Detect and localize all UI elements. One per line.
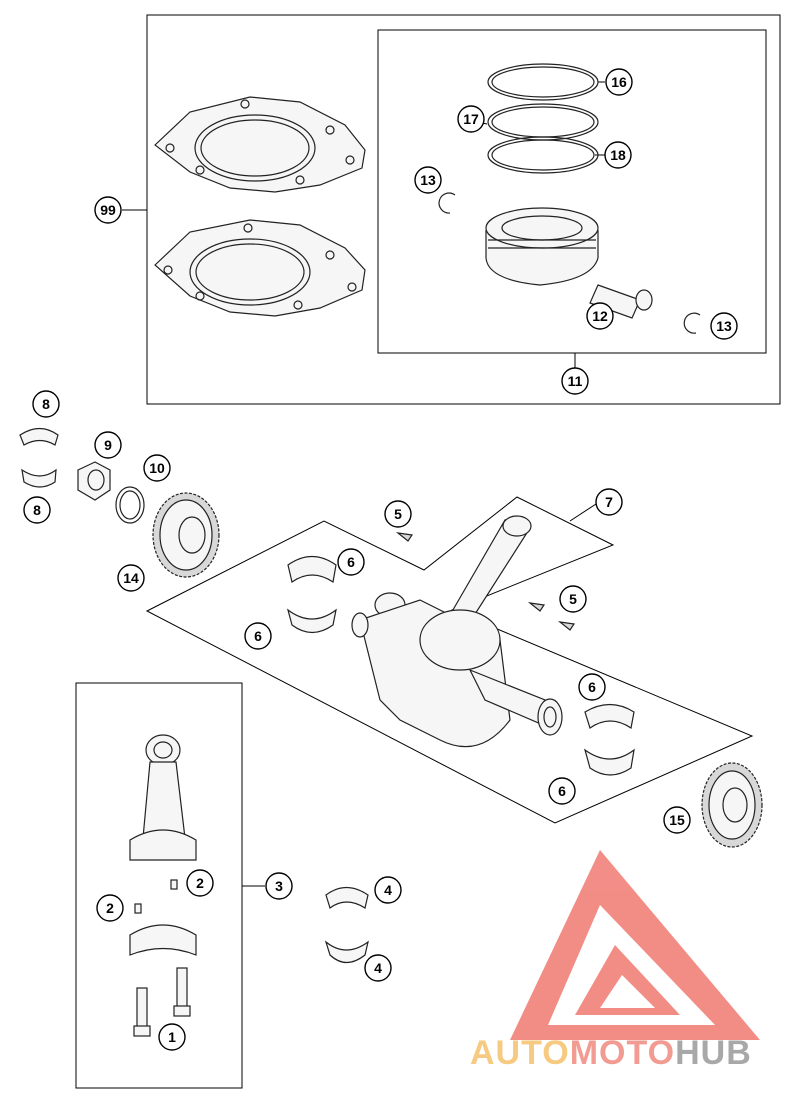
circlip-right xyxy=(683,312,701,334)
callout-9: 9 xyxy=(94,431,122,459)
dowel-pin-1 xyxy=(170,879,178,890)
svg-text:9: 9 xyxy=(104,437,112,453)
main-bearing-shell-4 xyxy=(583,748,635,776)
main-bearing-shell-2 xyxy=(286,608,337,634)
svg-text:6: 6 xyxy=(588,679,596,695)
callout-6c: 6 xyxy=(578,673,606,701)
callout-14: 14 xyxy=(117,564,145,592)
rod-bolt-1 xyxy=(173,967,191,1017)
rod-cap xyxy=(129,924,197,956)
frame-7-crankshaft-kit xyxy=(145,496,754,824)
svg-text:6: 6 xyxy=(558,783,566,799)
svg-text:5: 5 xyxy=(394,506,402,522)
piston-rings xyxy=(487,63,599,174)
svg-text:15: 15 xyxy=(669,812,685,828)
connecting-rod xyxy=(129,734,197,861)
callout-8a: 8 xyxy=(32,390,60,418)
main-bearing-shell-1 xyxy=(287,555,337,584)
svg-text:8: 8 xyxy=(33,502,41,518)
callout-7: 7 xyxy=(595,488,623,516)
svg-text:13: 13 xyxy=(716,318,732,334)
svg-text:2: 2 xyxy=(196,875,204,891)
piston xyxy=(485,207,599,286)
rod-bearing-shell-top xyxy=(325,886,369,909)
callout-16: 16 xyxy=(605,68,633,96)
hex-nut xyxy=(77,461,111,501)
callout-3: 3 xyxy=(265,872,293,900)
svg-text:17: 17 xyxy=(463,111,479,127)
svg-text:16: 16 xyxy=(611,74,627,90)
callout-4b: 4 xyxy=(364,954,392,982)
callout-1: 1 xyxy=(158,1023,186,1051)
svg-text:18: 18 xyxy=(610,147,626,163)
svg-text:7: 7 xyxy=(605,494,613,510)
woodruff-key-2 xyxy=(527,602,546,612)
svg-text:14: 14 xyxy=(123,570,139,586)
svg-text:4: 4 xyxy=(384,882,392,898)
lower-gasket xyxy=(154,219,366,317)
callout-2b: 2 xyxy=(96,894,124,922)
svg-text:6: 6 xyxy=(347,554,355,570)
callout-8b: 8 xyxy=(23,496,51,524)
watermark: AUTOMOTOHUB xyxy=(470,850,760,1072)
upper-gasket xyxy=(154,96,366,193)
svg-text:3: 3 xyxy=(275,878,283,894)
callouts: 1 2 2 3 4 4 5 5 6 6 6 6 7 8 8 9 10 11 12… xyxy=(23,68,738,1051)
timing-gear xyxy=(701,762,763,848)
main-bearing-shell-3 xyxy=(584,703,635,730)
callout-18: 18 xyxy=(604,141,632,169)
rod-bearing-shell-bottom xyxy=(324,940,369,964)
callout-11: 11 xyxy=(561,367,589,395)
watermark-logo xyxy=(510,850,760,1040)
svg-text:12: 12 xyxy=(592,308,608,324)
callout-15: 15 xyxy=(663,806,691,834)
circlip-left xyxy=(438,192,456,214)
svg-text:4: 4 xyxy=(374,960,382,976)
svg-text:2: 2 xyxy=(106,900,114,916)
watermark-hub: HUB xyxy=(675,1034,752,1072)
callout-17: 17 xyxy=(457,105,485,133)
svg-text:1: 1 xyxy=(168,1029,176,1045)
callout-13b: 13 xyxy=(710,312,738,340)
watermark-auto: AUTO xyxy=(470,1034,570,1072)
watermark-text: AUTOMOTOHUB xyxy=(470,1034,752,1072)
svg-text:6: 6 xyxy=(254,628,262,644)
dowel-pin-2 xyxy=(134,903,142,914)
callout-5b: 5 xyxy=(559,585,587,613)
bearing-shell-bottom xyxy=(21,468,57,488)
svg-text:99: 99 xyxy=(100,202,116,218)
primary-gear xyxy=(152,492,220,578)
leader-lines xyxy=(122,81,605,887)
callout-6a: 6 xyxy=(337,548,365,576)
washer xyxy=(115,486,145,524)
frame-99-gasket-piston-kit xyxy=(146,14,781,405)
callout-2a: 2 xyxy=(186,869,214,897)
svg-text:13: 13 xyxy=(420,172,436,188)
svg-text:8: 8 xyxy=(42,396,50,412)
svg-text:11: 11 xyxy=(568,373,583,389)
rod-bolt-2 xyxy=(133,987,151,1037)
bearing-shell-top xyxy=(19,427,59,446)
callout-4a: 4 xyxy=(374,876,402,904)
callout-6b: 6 xyxy=(244,622,272,650)
callout-13a: 13 xyxy=(414,166,442,194)
crankshaft-assembly xyxy=(351,515,563,748)
svg-text:10: 10 xyxy=(149,460,165,476)
callout-10: 10 xyxy=(143,454,171,482)
piston-pin xyxy=(589,284,653,319)
svg-text:5: 5 xyxy=(569,591,577,607)
callout-99: 99 xyxy=(94,196,122,224)
callout-12: 12 xyxy=(586,302,614,330)
woodruff-key-1 xyxy=(395,532,414,542)
watermark-moto: MOTO xyxy=(570,1034,675,1072)
woodruff-key-3 xyxy=(557,621,576,631)
callout-6d: 6 xyxy=(548,777,576,805)
callout-5a: 5 xyxy=(384,500,412,528)
frame-11-piston-kit xyxy=(377,29,767,354)
